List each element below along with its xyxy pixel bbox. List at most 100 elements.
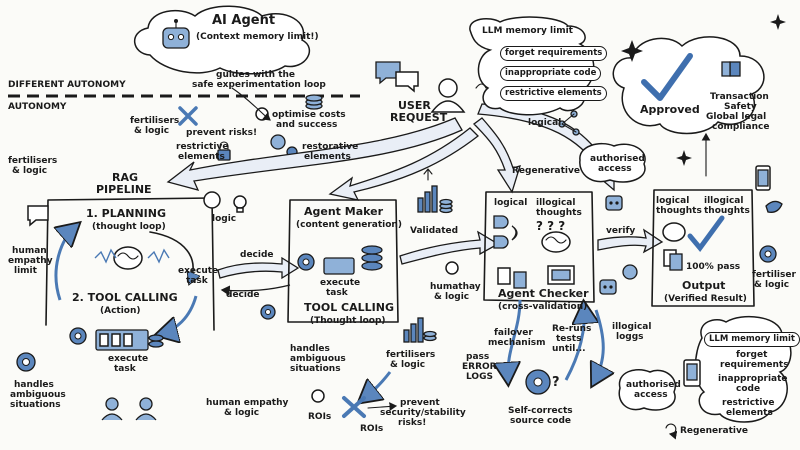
checkmark-icon-approved — [641, 53, 693, 101]
authorised-bottom-bubble — [618, 368, 677, 411]
planning-label: 1. PLANNING — [86, 207, 166, 220]
decide-upper: decide — [240, 250, 274, 260]
prevent-2: security/stability — [380, 408, 466, 418]
dollar-icon-rois — [311, 389, 325, 403]
authorised-bottom-1: authorised — [626, 380, 681, 390]
llm-bottom-3: inappropriate — [718, 374, 788, 384]
humathay-2: & logic — [434, 292, 470, 302]
x-mark-icon — [178, 106, 198, 126]
human-empathy-3: limit — [14, 266, 37, 276]
restrictive-2: elements — [178, 152, 225, 162]
optimise-1: optimise costs — [272, 110, 346, 120]
dollar-icon-mid — [445, 261, 459, 275]
handles-left-3: situations — [10, 400, 61, 410]
maker-execute-1: execute — [320, 278, 361, 288]
llm-top-item-1: forget requirements — [500, 46, 608, 61]
ai-agent-title: AI Agent — [212, 13, 276, 28]
maker-tool-calling: TOOL CALLING — [304, 301, 394, 314]
padlock-icon — [217, 141, 231, 161]
rag-title-2: PIPELINE — [96, 183, 152, 196]
user-avatar-icon — [430, 78, 466, 113]
user-to-rag-arrow — [166, 117, 463, 191]
llm-top-title: LLM memory limit — [482, 26, 573, 36]
sparkle-icon-3 — [770, 14, 786, 30]
output-box — [651, 189, 755, 307]
maker-handles-2: ambiguous — [290, 354, 346, 364]
logic-gates-icon — [493, 215, 518, 249]
guides-arrow — [231, 87, 271, 121]
fertiliser-right-2: & logic — [754, 280, 790, 290]
output-title: Output — [682, 279, 726, 292]
execute-right-2: task — [186, 276, 208, 286]
brain-icon-output — [662, 222, 686, 242]
prevent-risks-label: prevent risks! — [186, 128, 258, 138]
coin-stack-icon — [305, 94, 323, 110]
llm-bottom-4: code — [736, 384, 761, 394]
execute-to-tool-arrow — [160, 295, 198, 334]
illogical-logs-1: illogical — [612, 322, 652, 332]
monitor-icon-checker — [547, 265, 575, 285]
user-to-checker-arrow — [473, 117, 521, 194]
approved-item-3: Global legal — [706, 112, 767, 122]
maker-tool-calling-sub: (Thought loop) — [310, 316, 386, 326]
maker-execute-2: task — [326, 288, 348, 298]
network-icon — [558, 110, 580, 136]
document-icon-checker — [497, 267, 527, 289]
brain-icon-checker — [541, 231, 571, 253]
output-sub: (Verified Result) — [664, 294, 747, 304]
reruns-1: Re-runs — [552, 324, 592, 334]
robot-icon — [162, 19, 190, 49]
human-empathy-2: empathy — [8, 256, 53, 266]
execute-right-1: execute — [178, 266, 219, 276]
rag-execute-2: task — [114, 364, 136, 374]
handles-left-1: handles — [14, 380, 54, 390]
llm-top-item-2: inappropriate code — [500, 66, 602, 81]
server-machine-icon — [95, 329, 164, 351]
pass-error-1: pass — [466, 352, 490, 362]
fertilisers-left-1: fertilisers — [8, 156, 58, 166]
maker-handles-1: handles — [290, 344, 330, 354]
lightbulb-icon — [233, 195, 247, 213]
checker-illogical-1: illogical — [536, 198, 576, 208]
gear-icon-maker — [297, 253, 315, 271]
thumbs-up-icon — [721, 61, 741, 77]
reruns-3: until... — [552, 344, 586, 354]
rois-left: ROIs — [308, 412, 332, 422]
fertilisers-left-2: & logic — [12, 166, 48, 176]
question-marks-icon: ? ? ? — [536, 219, 565, 233]
decide-arrow-upper — [217, 256, 300, 280]
restorative-2: elements — [304, 152, 351, 162]
human-empathy-1: human — [12, 246, 47, 256]
ai-agent-subtitle: (Context memory limit!) — [196, 32, 319, 42]
tool-calling-sub: (Action) — [100, 306, 141, 316]
fertilisers-mid-1: fertilisers — [386, 350, 436, 360]
ai-agent-cloud — [134, 5, 311, 75]
authorised-top-bubble — [579, 142, 646, 183]
agent-maker-sub: (content generation) — [296, 220, 402, 230]
bird-icon — [765, 200, 783, 213]
rag-execute-1: execute — [108, 354, 149, 364]
maker-handles-3: situations — [290, 364, 341, 374]
approved-item-1: Transaction — [710, 92, 769, 102]
regenerative-bottom: Regenerative — [680, 426, 748, 436]
people-icons-left — [101, 397, 157, 421]
gear-question-icon: ? — [525, 369, 560, 395]
verify-label: verify — [606, 226, 636, 236]
decide-lower: decide — [226, 290, 260, 300]
rag-title-1: RAG — [112, 171, 139, 184]
sparkle-icon-1 — [621, 40, 643, 62]
llm-bottom-5: restrictive — [722, 398, 775, 408]
checker-logical: logical — [494, 198, 528, 208]
checker-loop-arrow-left — [508, 299, 520, 380]
fertilisers-mid-2: & logic — [390, 360, 426, 370]
logic-label: logic — [212, 214, 237, 224]
failover-1: failover — [494, 328, 533, 338]
speech-bubble-icon-left — [27, 205, 49, 227]
tool-calling-label: 2. TOOL CALLING — [72, 291, 178, 304]
human-empathy-logic-2: & logic — [224, 408, 260, 418]
robot-face-icon-2 — [599, 279, 617, 295]
llm-bottom-1: forget — [736, 350, 768, 360]
reruns-2: tests — [556, 334, 582, 344]
optimise-2: and success — [276, 120, 338, 130]
